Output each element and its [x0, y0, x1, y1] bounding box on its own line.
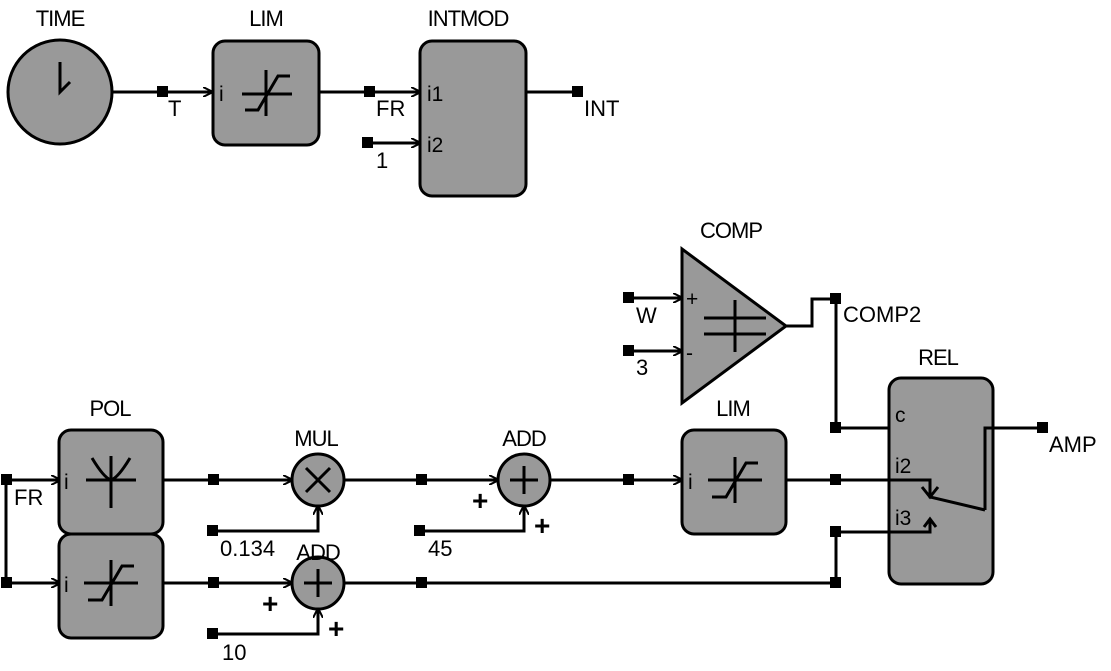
- lim-top-title: LIM: [249, 6, 283, 31]
- signal-45: 45: [428, 536, 452, 561]
- node-fr: [364, 86, 375, 97]
- signal-amp: AMP: [1049, 432, 1097, 457]
- node-w: [623, 292, 634, 303]
- lim-top-port-i: i: [219, 83, 224, 106]
- node-rel-i3: [830, 526, 841, 537]
- wire-0134: [213, 506, 318, 533]
- limiter-lower-icon: [84, 560, 138, 606]
- time-title: TIME: [36, 6, 85, 31]
- node-10: [207, 628, 218, 639]
- wire-45: [420, 506, 524, 533]
- multiply-icon: [304, 466, 332, 494]
- add-lower-title: ADD: [296, 540, 340, 565]
- intmod-port-i2: i2: [427, 134, 443, 157]
- node-rel-i2: [830, 474, 841, 485]
- comp-title: COMP: [700, 218, 762, 243]
- mul-block[interactable]: [290, 452, 346, 508]
- wire-add-to-rel: [344, 532, 838, 585]
- lim-lower-port-i: i: [64, 574, 69, 597]
- pol-title: POL: [89, 396, 131, 421]
- signal-0134: 0.134: [220, 536, 275, 561]
- comparator-icon: [704, 300, 766, 352]
- rel-i2-path: [836, 478, 986, 512]
- mul-title: MUL: [294, 426, 338, 451]
- lim-block-right[interactable]: [680, 428, 788, 536]
- lim-block-top[interactable]: [211, 39, 321, 147]
- add-block-upper[interactable]: [496, 452, 552, 508]
- rel-port-i3: i3: [895, 507, 911, 530]
- intmod-port-i1: i1: [427, 83, 443, 106]
- pol-curve-icon: [90, 457, 132, 482]
- pol-port-i: i: [64, 471, 69, 494]
- node-rel-c: [830, 422, 841, 433]
- node-comp2: [830, 293, 841, 304]
- node-add-out: [623, 474, 634, 485]
- add-lower-sign-b: +: [328, 613, 344, 644]
- intmod-title: INTMOD: [428, 6, 509, 31]
- clock-hands-icon: [58, 62, 72, 96]
- add-upper-title: ADD: [502, 426, 546, 451]
- rel-port-i2: i2: [895, 455, 911, 478]
- node-one: [362, 137, 373, 148]
- signal-one: 1: [376, 148, 388, 173]
- add-upper-sign-a: +: [472, 485, 488, 516]
- signal-three: 3: [636, 355, 648, 380]
- signal-int: INT: [584, 96, 619, 121]
- signal-10: 10: [222, 640, 246, 665]
- rel-i2-arrow-icon: [920, 486, 940, 500]
- lim-right-port-i: i: [688, 471, 693, 494]
- time-block[interactable]: [6, 38, 114, 146]
- pol-block[interactable]: [57, 428, 165, 536]
- lim-right-title: LIM: [716, 396, 750, 421]
- add-lower-sign-a: +: [262, 588, 278, 619]
- rel-i3-arrow-icon: [922, 516, 938, 528]
- wire-amp: [983, 426, 1043, 510]
- node-three: [623, 345, 634, 356]
- node-pol-out: [208, 474, 219, 485]
- signal-fr-left: FR: [14, 485, 43, 510]
- node-int: [572, 86, 583, 97]
- node-0134: [207, 525, 218, 536]
- node-add-lower-out: [416, 577, 427, 588]
- add-upper-sign-b: +: [534, 510, 550, 541]
- node-45: [414, 525, 425, 536]
- rel-port-c: c: [895, 404, 906, 427]
- node-corner: [830, 577, 841, 588]
- wire-comp2: [786, 297, 836, 328]
- limiter-icon: [242, 70, 292, 116]
- wire-10: [213, 609, 318, 636]
- comp-port-plus: +: [686, 288, 698, 311]
- signal-w: W: [636, 303, 657, 328]
- signal-comp2: COMP2: [843, 302, 921, 327]
- intmod-block[interactable]: [418, 39, 528, 198]
- signal-t: T: [168, 96, 181, 121]
- comp-block[interactable]: [680, 246, 789, 406]
- lim-block-lower[interactable]: [57, 532, 165, 640]
- limiter-right-icon: [708, 457, 762, 503]
- comp-port-minus: -: [686, 342, 693, 365]
- rel-title: REL: [918, 345, 959, 370]
- node-mul-out: [416, 474, 427, 485]
- node-amp: [1037, 422, 1048, 433]
- signal-fr-top: FR: [376, 96, 405, 121]
- node-t: [157, 86, 168, 97]
- node-lim-lower-out: [208, 577, 219, 588]
- add-upper-icon: [510, 466, 538, 494]
- add-lower-icon: [304, 569, 332, 597]
